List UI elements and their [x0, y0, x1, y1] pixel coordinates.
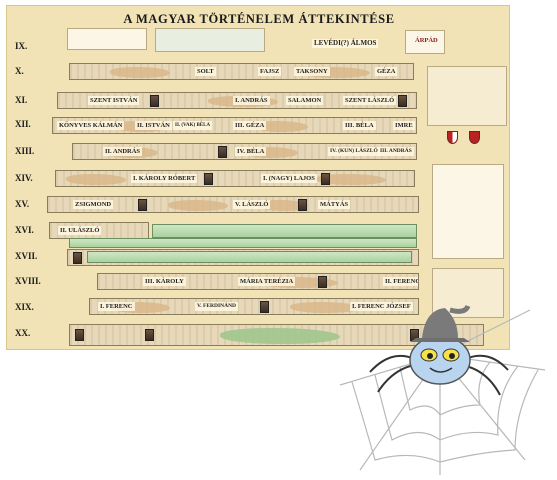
ruler-konyves-kalman: KÖNYVES KÁLMÁN: [57, 121, 125, 130]
ruler-szent-istvan: SZENT ISTVÁN: [88, 96, 140, 105]
timeline-band-20: [69, 324, 484, 346]
ruler-ii-andras: II. ANDRÁS: [103, 147, 143, 156]
ruler-maria-terezia: MÁRIA TERÉZIA: [238, 277, 296, 286]
timeline-band-15: ZSIGMOND V. LÁSZLÓ MÁTYÁS: [47, 196, 419, 213]
ruler-iii-geza: III. GÉZA: [233, 121, 267, 130]
coat-of-arms-icon: [447, 131, 458, 144]
ruler-ii-vak-bela: II. (VAK) BÉLA: [173, 121, 213, 130]
ruler-iii-karoly: III. KÁROLY: [143, 277, 186, 286]
migration-map-panel: [155, 28, 265, 52]
spider-web-icon: [339, 304, 546, 475]
header-label-arpad: ÁRPÁD: [415, 37, 438, 44]
ruler-ii-istvan: II. ISTVÁN: [135, 121, 172, 130]
coat-of-arms-icon-2: [469, 131, 480, 144]
ruler-v-laszlo: V. LÁSZLÓ: [233, 200, 271, 209]
intro-text-panel: [67, 28, 147, 50]
century-label-12: XII.: [15, 119, 31, 129]
poster-title: A MAGYAR TÖRTÉNELEM ÁTTEKINTÉSE: [123, 12, 395, 26]
ruler-szent-laszlo: SZENT LÁSZLÓ: [343, 96, 397, 105]
arpad-panel: [405, 30, 445, 54]
dynasty-tree-panel: [427, 66, 507, 126]
century-label-9: IX.: [15, 41, 28, 51]
timeline-band-11: SZENT ISTVÁN I. ANDRÁS SALAMON SZENT LÁS…: [57, 92, 417, 109]
ruler-iv-bela: IV. BÉLA: [235, 147, 267, 156]
ruler-taksony: TAKSONY: [294, 67, 330, 76]
century-label-15: XV.: [15, 199, 30, 209]
century-label-13: XIII.: [15, 146, 35, 156]
partition-map-strip-17: [87, 251, 412, 263]
ruler-v-ferdinand: V. FERDINÁND: [195, 302, 239, 311]
timeline-band-10: SOLT FAJSZ TAKSONY GÉZA: [69, 63, 414, 80]
history-poster: A MAGYAR TÖRTÉNELEM ÁTTEKINTÉSE LEVÉDI(?…: [6, 5, 510, 350]
century-label-16: XVI.: [15, 225, 34, 235]
ruler-salamon: SALAMON: [286, 96, 324, 105]
timeline-band-13: II. ANDRÁS IV. BÉLA IV. (KUN) LÁSZLÓ III…: [72, 143, 417, 160]
ruler-i-karoly-robert: I. KÁROLY RÓBERT: [131, 174, 198, 183]
ruler-zsigmond: ZSIGMOND: [73, 200, 114, 209]
ruler-matyas: MÁTYÁS: [318, 200, 351, 209]
legend-panel: [432, 164, 504, 259]
partition-map-strip-16: [152, 224, 417, 238]
ruler-geza: GÉZA: [375, 67, 398, 76]
ruler-ii-ulaszlo: II. ULÁSZLÓ: [58, 226, 102, 235]
ruler-solt: SOLT: [195, 67, 216, 76]
ruler-i-ferenc: I. FERENC: [98, 302, 135, 311]
timeline-band-14: I. KÁROLY RÓBERT I. (NAGY) LAJOS: [55, 170, 415, 187]
timeline-band-18: III. KÁROLY MÁRIA TERÉZIA II. FERENC: [97, 273, 419, 290]
century-label-10: X.: [15, 66, 24, 76]
timeline-band-19: I. FERENC V. FERDINÁND I. FERENC JÓZSEF: [89, 298, 419, 315]
ruler-i-ferenc-jozsef: I. FERENC JÓZSEF: [350, 302, 413, 311]
century-label-11: XI.: [15, 95, 28, 105]
century-label-17: XVII.: [15, 251, 38, 261]
ruler-iii-bela: III. BÉLA: [343, 121, 376, 130]
header-label-almos: LEVÉDI(?) ÁLMOS: [312, 39, 379, 48]
spider-icon: [369, 304, 509, 396]
ruler-imre: IMRE: [393, 121, 415, 130]
ruler-iv-kun-laszlo: IV. (KUN) LÁSZLÓ: [328, 147, 380, 156]
century-label-19: XIX.: [15, 302, 34, 312]
timeline-band-12: KÖNYVES KÁLMÁN II. ISTVÁN II. (VAK) BÉLA…: [52, 117, 417, 134]
century-label-18: XVIII.: [15, 276, 41, 286]
century-label-14: XIV.: [15, 173, 33, 183]
timeline-band-16: II. ULÁSZLÓ: [49, 222, 149, 239]
ruler-i-nagy-lajos: I. (NAGY) LAJOS: [261, 174, 317, 183]
century-label-20: XX.: [15, 328, 31, 338]
partition-map-strip-16b: [69, 238, 417, 248]
ruler-ii-ferenc: II. FERENC: [383, 277, 418, 286]
ruler-fajsz: FAJSZ: [258, 67, 282, 76]
ruler-i-andras: I. ANDRÁS: [233, 96, 270, 105]
ruler-iii-andras: III. ANDRÁS: [378, 147, 414, 156]
